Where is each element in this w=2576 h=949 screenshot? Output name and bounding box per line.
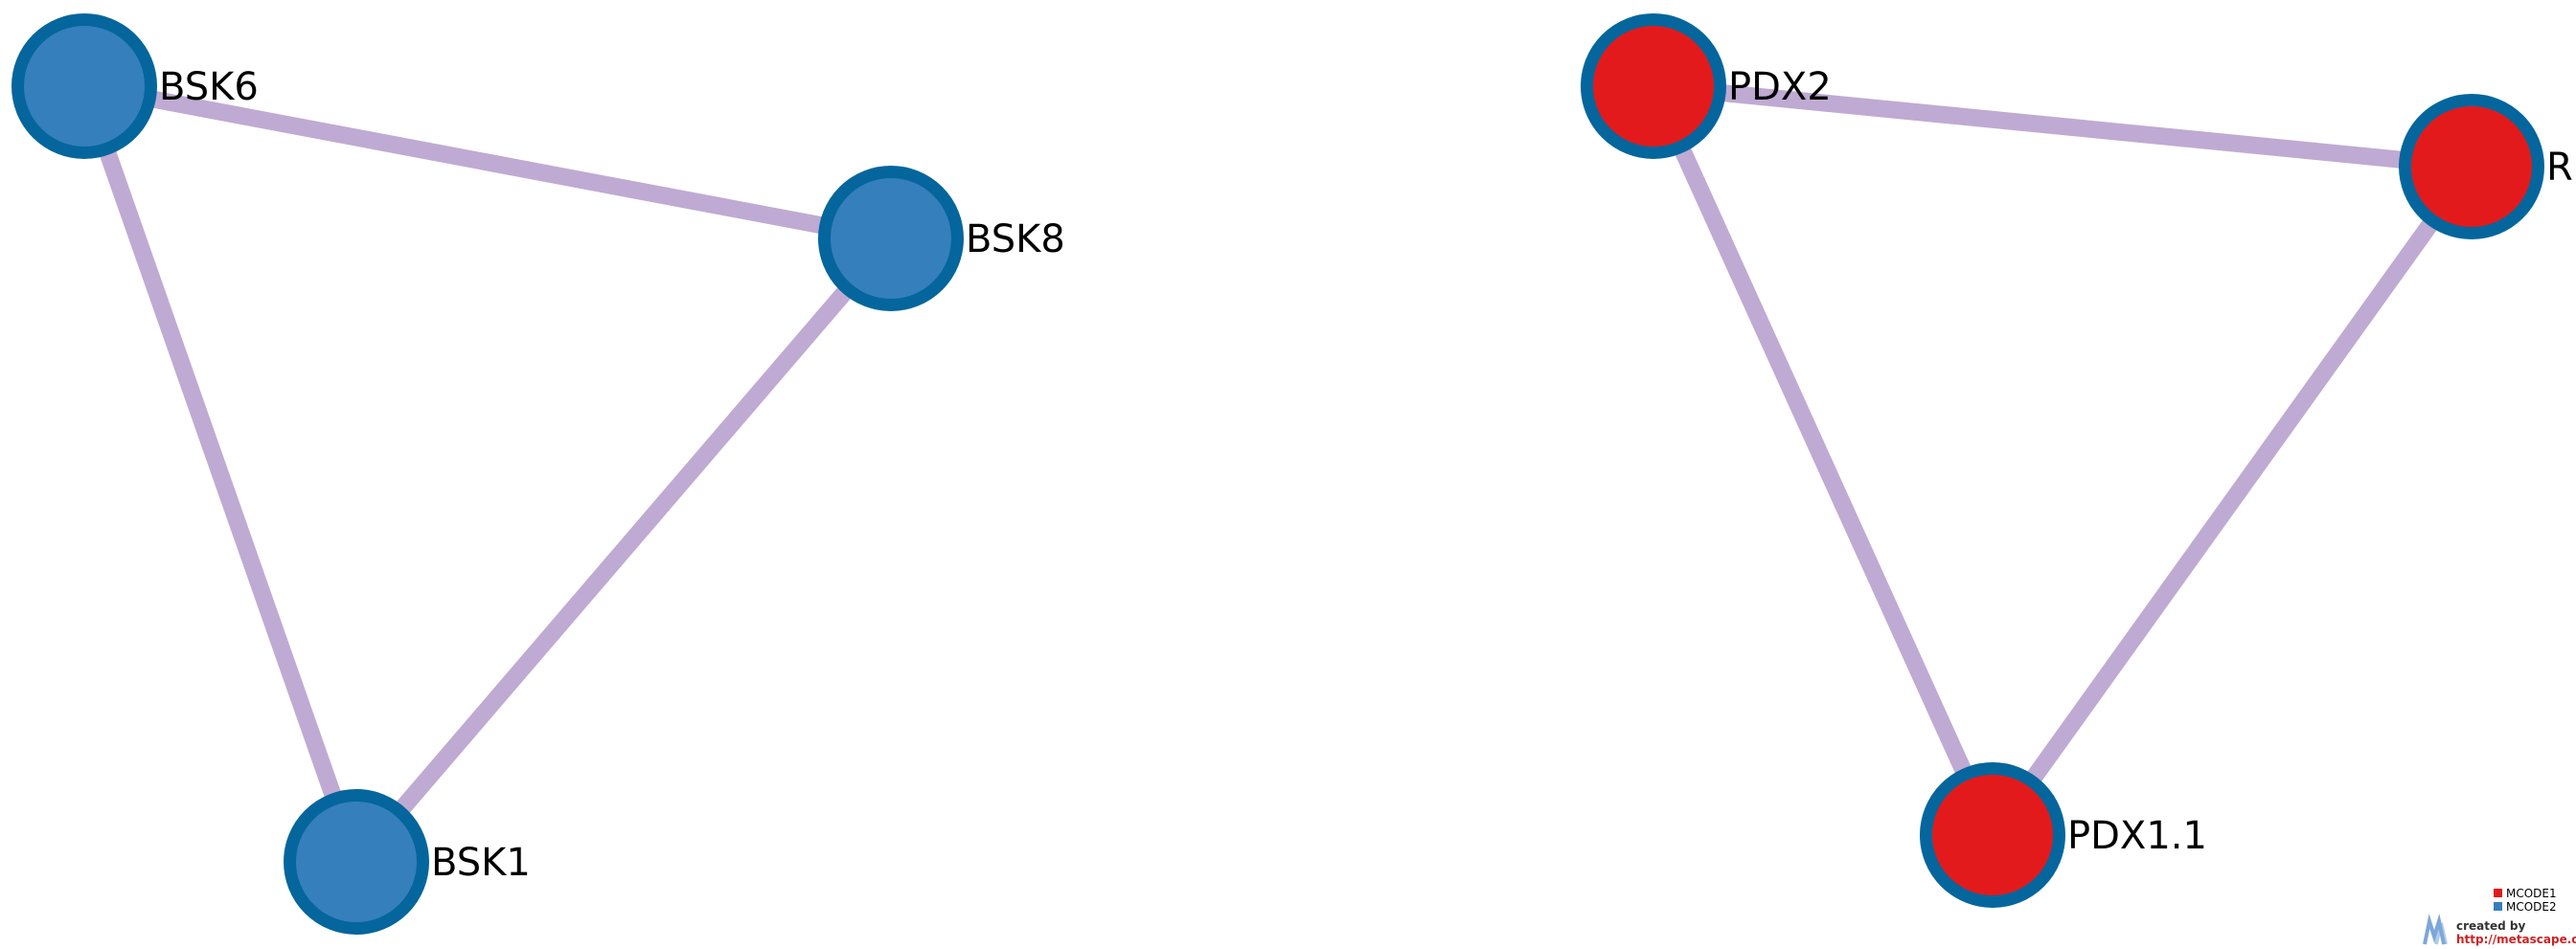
node-circle-pdx2[interactable] (1581, 13, 1726, 159)
node-label-bsk6: BSK6 (159, 65, 259, 109)
edges-layer (76, 78, 2479, 868)
node-circle-pdx1-1[interactable] (1920, 762, 2065, 908)
metascape-logo-icon (2423, 914, 2448, 945)
node-label-r: R (2546, 146, 2573, 190)
edge-pdx2-r (1653, 78, 2473, 175)
legend: MCODE1 MCODE2 (2494, 887, 2557, 914)
node-label-pdx2: PDX2 (1728, 65, 1832, 109)
node-pdx2[interactable]: PDX2 (1581, 13, 1832, 159)
edge-bsk6-bsk8 (82, 78, 893, 247)
credit-created-by: created by (2456, 919, 2526, 933)
node-bsk8[interactable]: BSK8 (818, 166, 1065, 311)
edge-r-pdx1-1 (1985, 161, 2479, 841)
node-label-bsk1: BSK1 (431, 841, 531, 885)
legend-swatch-mcode1 (2494, 889, 2502, 897)
edge-bsk6-bsk1 (76, 83, 365, 865)
credit-block: created by http://metascape.org (2423, 914, 2576, 946)
edge-pdx2-pdx1-1 (1645, 82, 2001, 839)
node-pdx1-1[interactable]: PDX1.1 (1920, 762, 2207, 908)
node-bsk6[interactable]: BSK6 (11, 13, 259, 159)
node-r[interactable]: R (2399, 94, 2573, 239)
legend-swatch-mcode2 (2494, 902, 2502, 911)
node-circle-bsk8[interactable] (818, 166, 964, 311)
node-label-pdx1-1: PDX1.1 (2067, 814, 2207, 858)
node-label-bsk8: BSK8 (966, 217, 1065, 261)
edge-bsk8-bsk1 (350, 233, 898, 868)
node-circle-bsk6[interactable] (11, 13, 157, 159)
node-bsk1[interactable]: BSK1 (284, 789, 531, 935)
credit-url-link[interactable]: http://metascape.org (2456, 933, 2576, 946)
legend-label-mcode1: MCODE1 (2506, 887, 2557, 900)
node-circle-r[interactable] (2399, 94, 2544, 239)
node-circle-bsk1[interactable] (284, 789, 429, 935)
legend-label-mcode2: MCODE2 (2506, 900, 2557, 914)
